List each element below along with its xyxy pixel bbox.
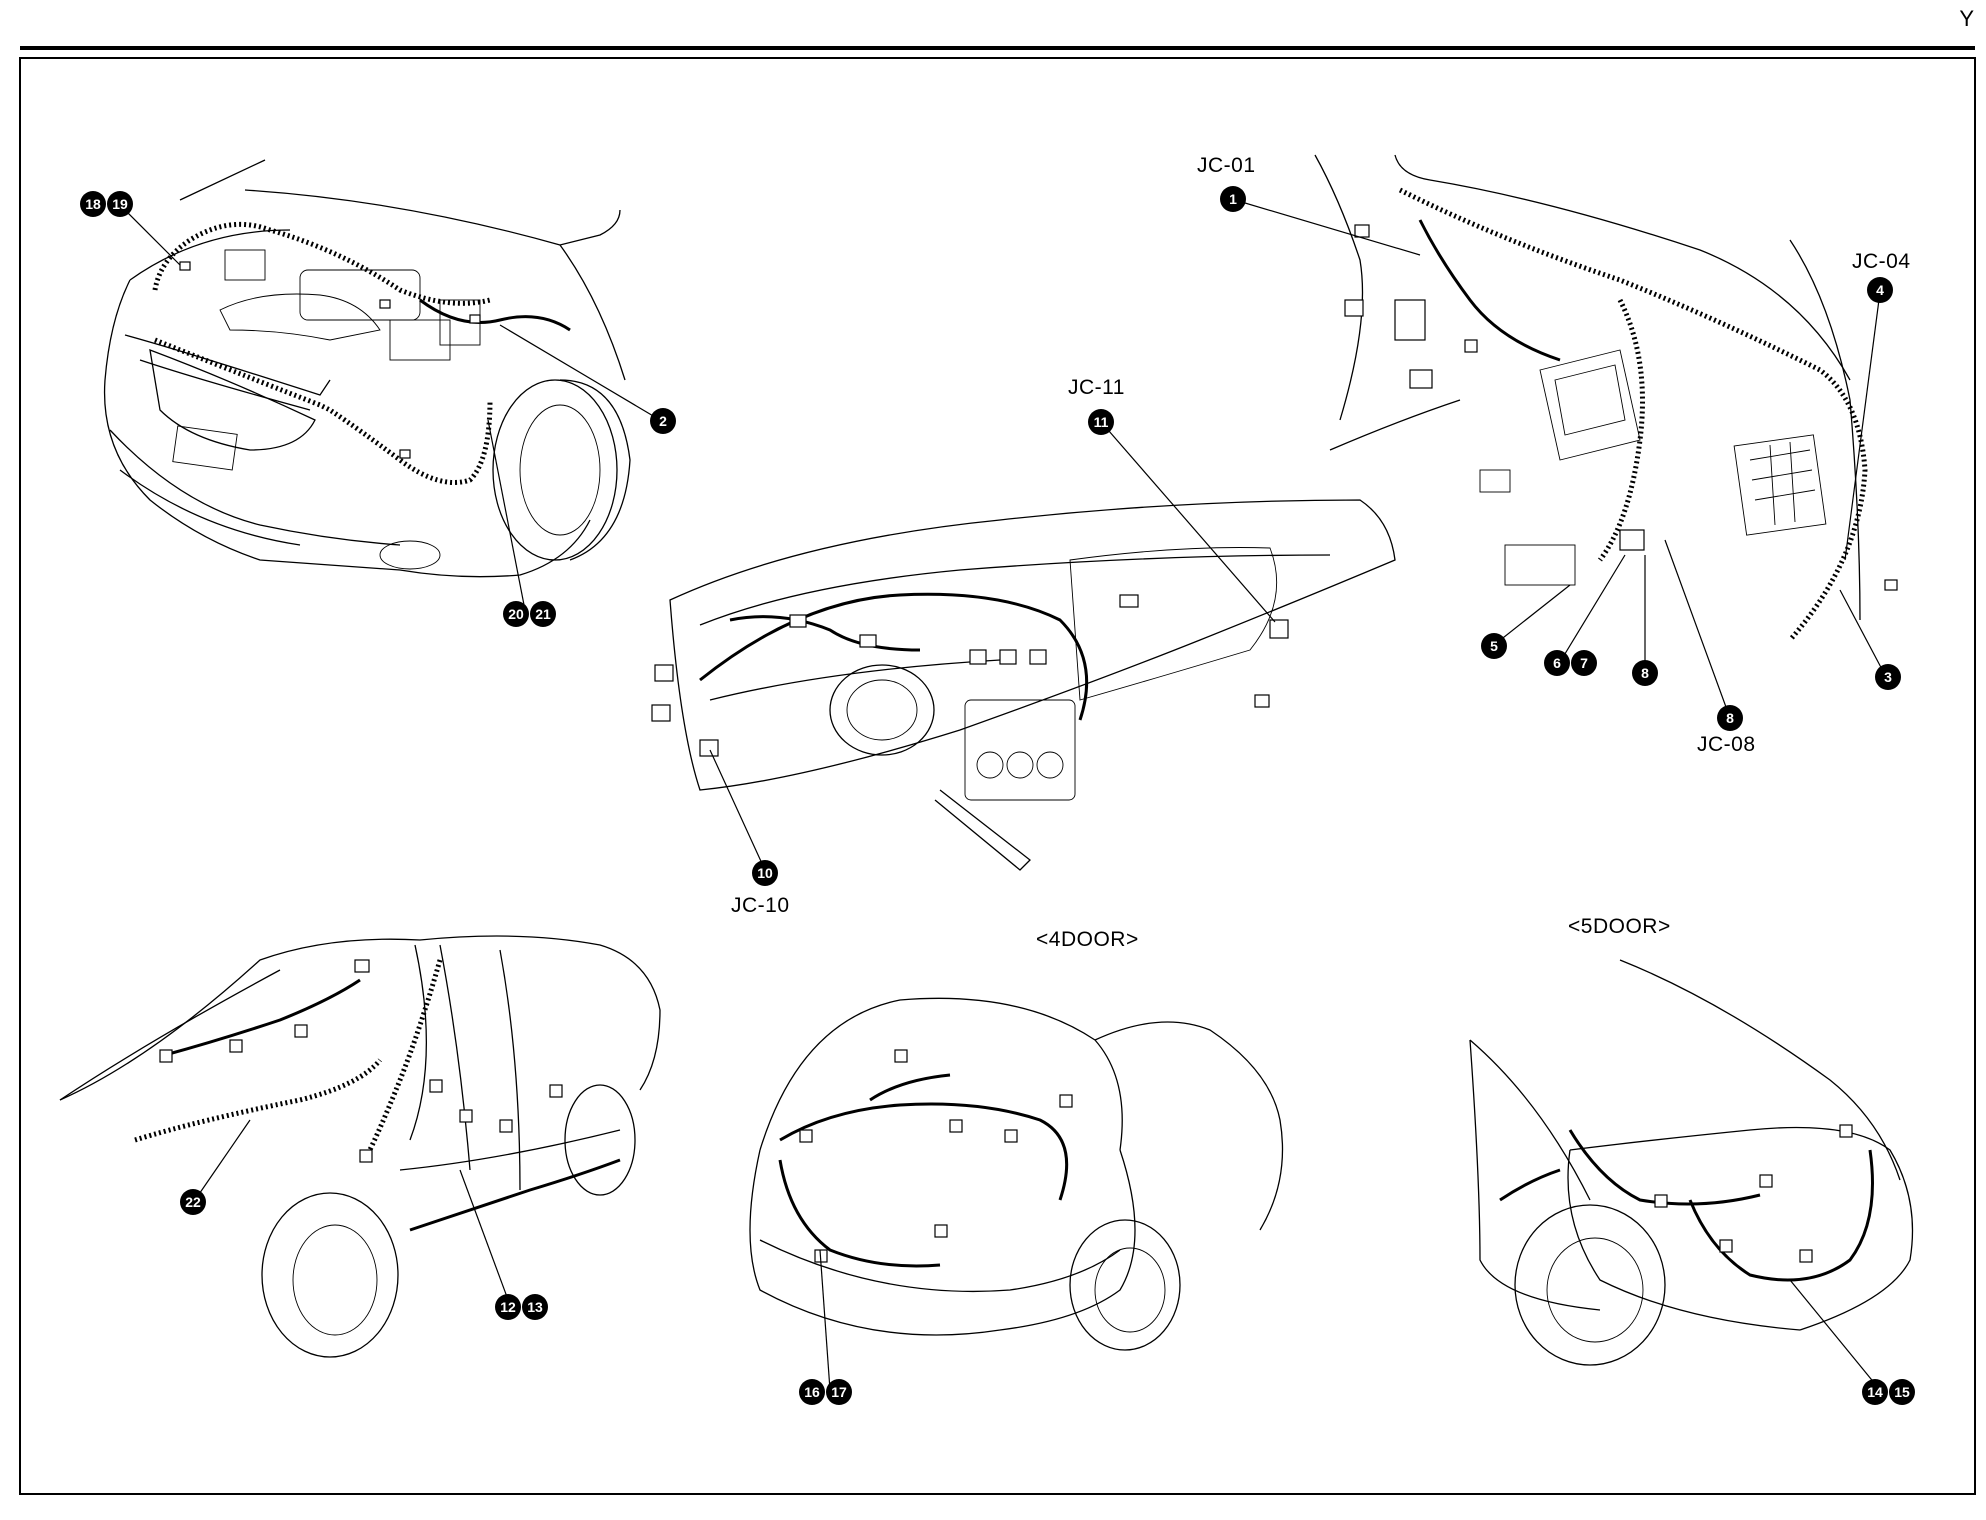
svg-text:2: 2 [659, 413, 667, 429]
label-jc-08: JC-08 [1697, 733, 1756, 756]
marker-19: 19 [107, 191, 133, 217]
marker-10: 10 [752, 860, 778, 886]
hatch-5door-illustration [1469, 959, 1914, 1391]
marker-1: 1 [1220, 186, 1246, 212]
marker-16: 16 [799, 1379, 825, 1405]
page-corner-letter: Y [1959, 6, 1974, 31]
marker-7: 7 [1571, 650, 1597, 676]
marker-2: 2 [650, 408, 676, 434]
svg-text:8: 8 [1726, 710, 1734, 726]
label-5door: <5DOOR> [1568, 915, 1671, 938]
marker-14: 14 [1862, 1379, 1888, 1405]
svg-text:4: 4 [1876, 282, 1884, 298]
svg-text:7: 7 [1580, 655, 1588, 671]
svg-text:3: 3 [1884, 669, 1892, 685]
marker-11: 11 [1088, 409, 1114, 435]
svg-text:6: 6 [1553, 655, 1561, 671]
marker-12: 12 [495, 1294, 521, 1320]
marker-18: 18 [80, 191, 106, 217]
marker-5: 5 [1481, 633, 1507, 659]
svg-text:12: 12 [500, 1299, 516, 1315]
label-jc-01: JC-01 [1197, 154, 1256, 177]
marker-8: 8 [1632, 660, 1658, 686]
marker-17: 17 [826, 1379, 852, 1405]
dashboard-illustration [651, 422, 1396, 871]
label-jc-10: JC-10 [731, 894, 790, 917]
svg-text:8: 8 [1641, 665, 1649, 681]
marker-21: 21 [530, 601, 556, 627]
svg-text:17: 17 [831, 1384, 847, 1400]
svg-text:1: 1 [1229, 191, 1237, 207]
hvac-harness-illustration [1234, 154, 1898, 719]
trunk-4door-illustration [749, 997, 1284, 1391]
svg-text:13: 13 [527, 1299, 543, 1315]
callout-markers: 18 19 2 20 21 11 10 1 4 5 6 7 8 8 3 22 1… [80, 186, 1915, 1405]
marker-15: 15 [1889, 1379, 1915, 1405]
svg-text:16: 16 [804, 1384, 820, 1400]
label-jc-04: JC-04 [1852, 250, 1911, 273]
label-4door: <4DOOR> [1036, 928, 1139, 951]
marker-3: 3 [1875, 664, 1901, 690]
svg-text:14: 14 [1867, 1384, 1883, 1400]
svg-text:18: 18 [85, 196, 101, 212]
marker-8-jc08: 8 [1717, 705, 1743, 731]
svg-text:10: 10 [757, 865, 773, 881]
marker-20: 20 [503, 601, 529, 627]
marker-22: 22 [180, 1189, 206, 1215]
svg-text:22: 22 [185, 1194, 201, 1210]
label-jc-11: JC-11 [1068, 376, 1125, 399]
marker-4: 4 [1867, 277, 1893, 303]
engine-bay-illustration [103, 159, 661, 611]
svg-text:21: 21 [535, 606, 551, 622]
page-border [19, 57, 1976, 1495]
marker-6: 6 [1544, 650, 1570, 676]
svg-text:11: 11 [1094, 414, 1109, 430]
floor-harness-illustration [59, 935, 661, 1358]
marker-13: 13 [522, 1294, 548, 1320]
svg-text:20: 20 [508, 606, 524, 622]
svg-text:15: 15 [1894, 1384, 1910, 1400]
svg-text:19: 19 [112, 196, 128, 212]
svg-text:5: 5 [1490, 638, 1498, 654]
